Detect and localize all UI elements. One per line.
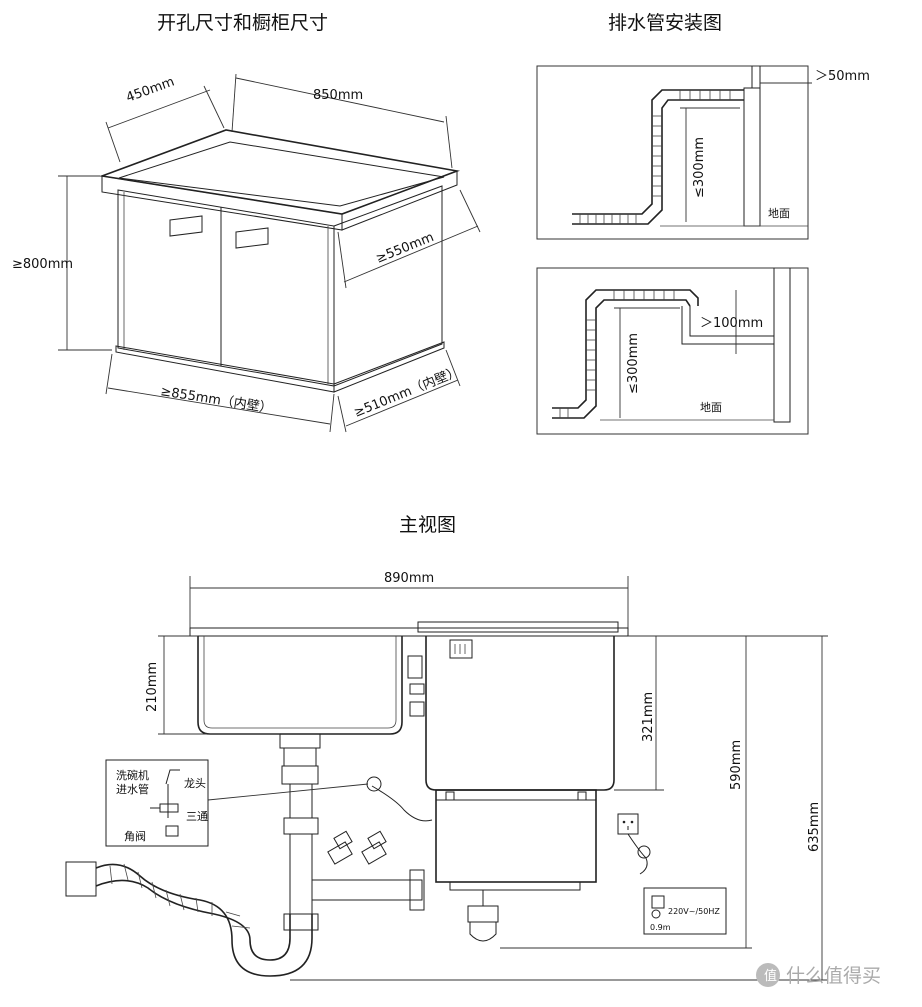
power-cord (627, 833, 648, 875)
drain-top-pipe-inner (572, 99, 744, 225)
drain-top-height: ≤300mm (692, 137, 707, 198)
svg-text:值: 值 (764, 968, 777, 984)
corrugated-hose-top (95, 863, 233, 941)
dim-height-mid: 590mm (729, 740, 744, 790)
watermark: 值 什么值得买 (756, 963, 881, 987)
drain-diagram-bottom: ≤300mm ＞100mm 地面 (536, 267, 809, 435)
left-drain-basket (279, 733, 321, 749)
dim-height-total: 635mm (807, 802, 822, 852)
left-sink-bowl (197, 636, 403, 735)
cabinet-section-title: 开孔尺寸和橱柜尺寸 (157, 12, 328, 34)
callout-faucet: 龙头 (184, 777, 206, 790)
p-trap-inner (231, 914, 313, 977)
disposal-outlet (467, 905, 499, 923)
dim-sink-depth: 210mm (145, 662, 160, 712)
drain-top-floor-label: 地面 (768, 207, 790, 220)
p-trap-outer (249, 914, 291, 961)
drain-nut-middle (283, 817, 319, 835)
socket-cord-length: 0.9m (650, 923, 671, 932)
drain-bottom-floor-label: 地面 (700, 401, 722, 414)
faucet-icon (165, 769, 180, 785)
horizontal-drain-pipe (311, 879, 423, 901)
callout-tee: 三通 (186, 810, 208, 823)
cabinet-front (117, 189, 335, 387)
countertop-top (98, 129, 461, 215)
watermark-logo-icon (756, 963, 780, 987)
watermark-text: 什么值得买 (786, 965, 881, 987)
dim-depth-top: 450mm (124, 75, 176, 106)
sink-cover-plate (417, 621, 619, 633)
drain-top-gap: ＞50mm (815, 69, 870, 84)
drain-top-pipe-outer (572, 89, 744, 215)
dim-width-inner: ≥855mm（内壁） (159, 383, 273, 416)
drain-section-title: 排水管安装图 (608, 12, 722, 34)
hose-end-connector (65, 861, 97, 897)
callout-dishwasher-line1: 洗碗机 (116, 768, 149, 782)
socket-spec-box (643, 887, 727, 935)
countertop-side-edge (341, 170, 458, 231)
drain-diagram-top: ≤300mm ＞50mm 地面 (536, 65, 870, 240)
drain-top-panel (536, 65, 809, 240)
drain-bottom-pipe-inner (552, 299, 691, 419)
wall-socket (617, 813, 639, 835)
side-control-box (407, 655, 423, 679)
overflow-grille (449, 639, 473, 659)
dim-bowl-depth: 321mm (641, 692, 656, 742)
drain-nut-upper (281, 765, 319, 785)
angle-valve-icon (165, 825, 179, 837)
front-view-drawing: 890mm (65, 571, 828, 981)
corrugated-hose-bottom (95, 879, 251, 941)
dishwasher-hose (371, 785, 433, 822)
drain-bottom-gap: ＞100mm (700, 316, 763, 331)
callout-angle-valve: 角阀 (124, 829, 146, 843)
dim-height: ≥800mm (12, 257, 73, 272)
dim-front-width: 890mm (384, 571, 434, 586)
sink-top-flange (189, 627, 629, 637)
sink-opening-outline (118, 141, 445, 207)
callout-dishwasher-line2: 进水管 (116, 782, 149, 796)
drain-bottom-wall (773, 268, 791, 423)
left-door-handle (169, 215, 203, 237)
drain-bottom-height: ≤300mm (626, 333, 641, 394)
drain-bottom-panel (536, 267, 809, 435)
right-door-handle (235, 227, 269, 249)
inlet-callout-box (105, 759, 209, 847)
dim-width-top: 850mm (313, 88, 363, 103)
front-view-title: 主视图 (399, 514, 456, 536)
drain-bottom-pipe-outer (552, 289, 699, 409)
right-sink-bowl (425, 636, 615, 791)
dim-depth-inner: ≥510mm（内壁） (352, 364, 463, 421)
socket-spec-label: 220V~/50HZ (668, 907, 720, 916)
countertop-front-edge (101, 175, 343, 231)
tee-icon (159, 803, 179, 813)
cabinet-side (333, 185, 443, 387)
cabinet-drawing: 450mm 850mm ≥800mm ≥550mm ≥855mm（内壁） ≥51… (12, 73, 481, 433)
valve-fittings (327, 830, 387, 865)
disposal-unit-body (435, 789, 597, 883)
dim-depth-side: ≥550mm (374, 230, 436, 267)
